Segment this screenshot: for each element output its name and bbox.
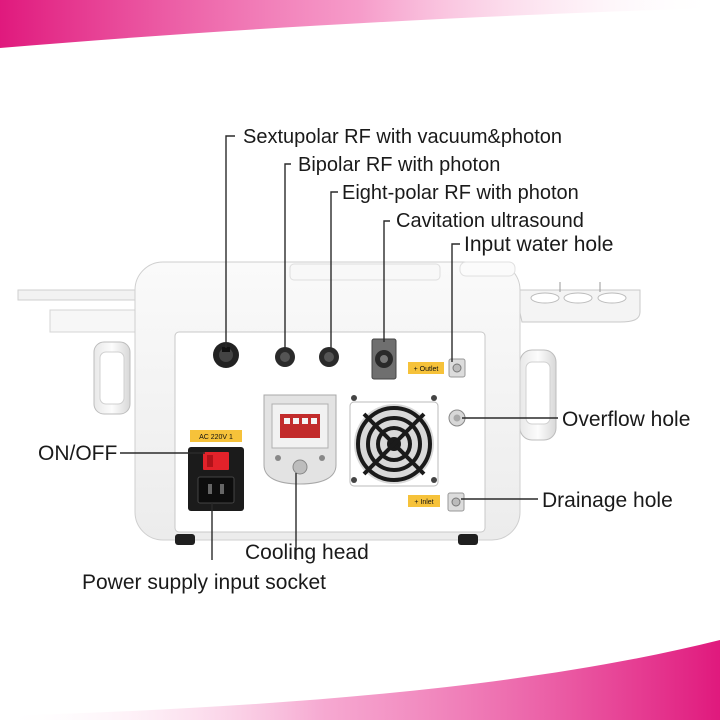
label-input-water: Input water hole xyxy=(464,233,614,256)
bottom-decor-swoosh xyxy=(0,640,720,720)
outlet-tag xyxy=(408,362,444,374)
leader-bipolar xyxy=(284,163,291,350)
inlet-tag-text: + Inlet xyxy=(414,499,433,506)
right-handpiece xyxy=(519,349,557,441)
bipolar-connector xyxy=(275,347,295,367)
label-cavitation: Cavitation ultrasound xyxy=(396,210,584,232)
leader-input-water xyxy=(451,243,460,362)
top-decor-swoosh xyxy=(0,0,720,48)
leader-sextupolar xyxy=(225,135,235,348)
right-holder-tray xyxy=(514,282,641,323)
left-foot xyxy=(175,534,195,545)
label-overflow: Overflow hole xyxy=(562,408,691,431)
cooling-fan xyxy=(349,395,439,487)
label-eight-polar: Eight-polar RF with photon xyxy=(342,182,579,204)
label-on-off: ON/OFF xyxy=(38,442,118,465)
cavitation-connector xyxy=(371,338,397,380)
label-bipolar: Bipolar RF with photon xyxy=(298,154,501,176)
leader-lines xyxy=(120,135,558,560)
leader-cavitation xyxy=(383,220,390,342)
eight-polar-connector xyxy=(319,347,339,367)
overflow-fitting xyxy=(448,409,466,427)
right-foot xyxy=(458,534,478,545)
inlet-tag xyxy=(408,495,440,507)
label-drainage: Drainage hole xyxy=(542,489,673,512)
power-switch-socket xyxy=(188,447,244,511)
left-holder-tray xyxy=(17,289,139,333)
leader-eight-polar xyxy=(330,191,338,350)
label-cooling-head: Cooling head xyxy=(245,541,369,564)
left-handpiece xyxy=(93,341,131,415)
drainage-fitting xyxy=(447,492,465,512)
outlet-tag-text: + Outlet xyxy=(414,366,439,373)
input-water-fitting xyxy=(448,358,466,378)
voltage-tag-text: AC 220V 1 xyxy=(199,434,233,441)
label-power-socket: Power supply input socket xyxy=(82,571,326,594)
cooling-head xyxy=(263,394,337,485)
voltage-tag xyxy=(190,430,242,442)
sextupolar-connector xyxy=(213,342,239,368)
label-sextupolar: Sextupolar RF with vacuum&photon xyxy=(243,126,563,148)
